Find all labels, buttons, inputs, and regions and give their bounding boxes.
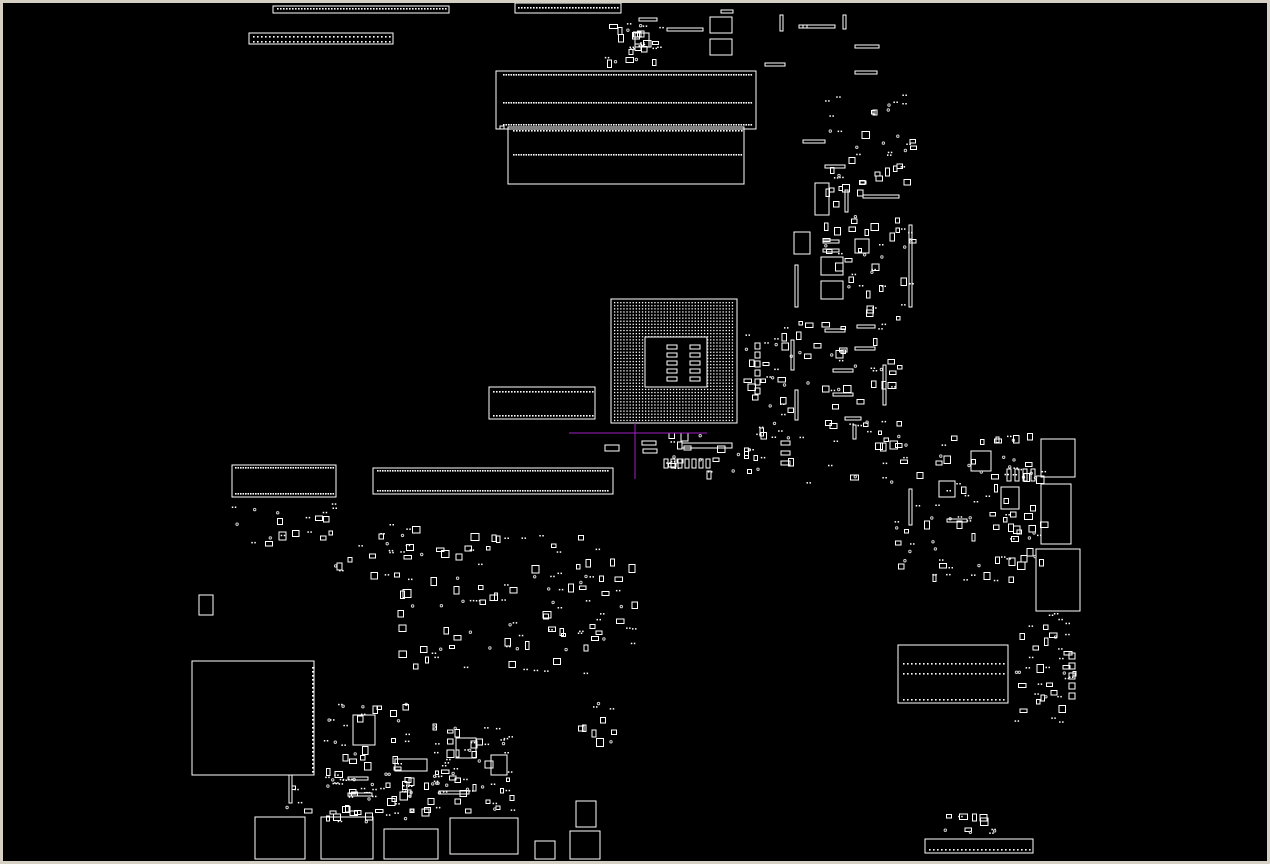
chip-right-mid[interactable]: [1000, 486, 1020, 510]
port-bottom-3[interactable]: [383, 828, 439, 860]
port-bottom-5[interactable]: [534, 840, 556, 860]
pad-layer: [231, 7, 1077, 851]
dimm-slot-1-latch-left: [499, 125, 505, 130]
chip-right-qfn[interactable]: [970, 450, 992, 472]
port-bottom-1[interactable]: [254, 816, 306, 860]
chip-right-sop[interactable]: [814, 182, 830, 216]
dimm-slot-2[interactable]: [507, 126, 745, 185]
port-bottom-4[interactable]: [449, 817, 519, 855]
jack-right-2[interactable]: [1040, 483, 1072, 545]
component-outlines: [191, 3, 1081, 860]
connector-bottom-right[interactable]: [897, 644, 1009, 704]
cpu-bga[interactable]: [610, 298, 738, 424]
connector-bottom-edge[interactable]: [924, 838, 1034, 854]
chip-lower-sop[interactable]: [394, 758, 428, 772]
connector-left-a[interactable]: [231, 464, 337, 498]
chip-upper-right[interactable]: [854, 238, 870, 254]
shield-large[interactable]: [191, 660, 315, 776]
connector-top-left[interactable]: [272, 5, 450, 14]
inductor-right-1[interactable]: [793, 231, 811, 255]
inductor-right-3[interactable]: [820, 280, 844, 300]
chip-right-qfn-2[interactable]: [938, 480, 956, 498]
connector-fpc-left[interactable]: [248, 32, 394, 45]
crystal-lower[interactable]: [490, 754, 508, 776]
connector-mid-left[interactable]: [488, 386, 596, 420]
pcb-layout[interactable]: [3, 3, 1267, 861]
inductor-top-2[interactable]: [709, 38, 733, 56]
battery-holder[interactable]: [198, 594, 214, 616]
port-bottom-6-header[interactable]: [575, 800, 597, 828]
inductor-right-2[interactable]: [820, 256, 844, 276]
connector-top-center[interactable]: [514, 3, 622, 14]
dimm-slot-1[interactable]: [495, 70, 757, 130]
inductor-top-1[interactable]: [709, 16, 733, 34]
jack-right-3[interactable]: [1035, 548, 1081, 612]
crosshair-cursor: [569, 423, 707, 479]
jack-right-1[interactable]: [1040, 438, 1076, 478]
port-bottom-2[interactable]: [320, 816, 374, 860]
connector-long-b[interactable]: [372, 467, 614, 495]
port-bottom-6[interactable]: [569, 830, 601, 860]
chip-audio[interactable]: [352, 714, 376, 746]
